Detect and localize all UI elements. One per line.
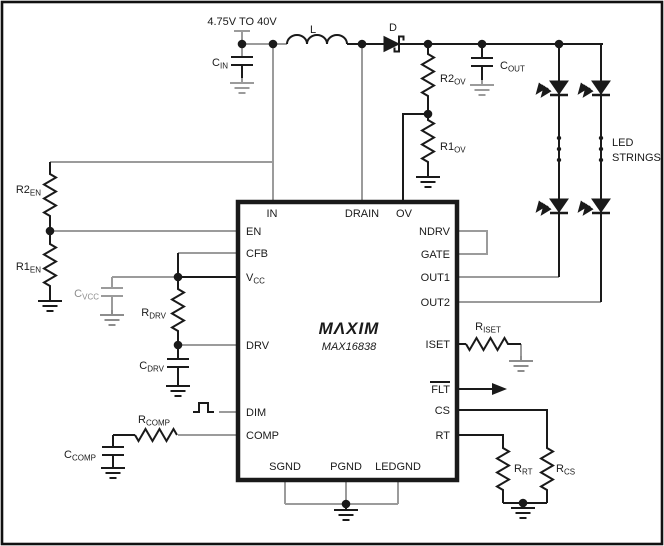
- pin-label-en: EN: [246, 226, 261, 238]
- ic-part-number: MAX16838: [322, 341, 377, 353]
- led-strings-label-1: LED: [612, 137, 633, 149]
- label-cin: CIN: [212, 57, 228, 71]
- pin-label-in: IN: [267, 208, 278, 220]
- label-riset: RISET: [475, 321, 501, 335]
- resistor-rdrv: [170, 277, 186, 345]
- pin-label-out1: OUT1: [421, 272, 450, 284]
- supply-voltage-label: 4.75V TO 40V: [207, 16, 277, 28]
- pin-label-rt: RT: [436, 430, 451, 442]
- resistor-rcomp: [134, 427, 178, 443]
- pin-label-comp: COMP: [246, 430, 279, 442]
- label-cvcc: CVCC: [74, 288, 99, 302]
- label-ccomp: CCOMP: [64, 449, 96, 463]
- resistor-r1en: [37, 231, 63, 312]
- resistor-riset: [465, 336, 534, 372]
- resistor-r1ov: [415, 114, 441, 188]
- label-cout: COUT: [500, 60, 525, 74]
- pin-label-iset: ISET: [426, 339, 451, 351]
- label-r1en: R1EN: [16, 261, 41, 275]
- resistor-rcs: [457, 409, 555, 503]
- label-rdrv: RDRV: [141, 307, 166, 321]
- label-d: D: [389, 22, 397, 34]
- wires-gray: [50, 30, 601, 505]
- diode-d: [383, 35, 405, 53]
- capacitor-cvcc: [99, 277, 125, 326]
- junction-dots: [45, 39, 564, 509]
- inductor-l: [286, 34, 348, 45]
- pin-label-out2: OUT2: [421, 297, 450, 309]
- pin-label-vcc: VCC: [246, 272, 265, 286]
- led-string-1: [537, 81, 568, 214]
- capacitor-ccomp: [100, 445, 126, 479]
- pin-label-ledgnd: LEDGND: [375, 461, 421, 473]
- pin-label-cfb: CFB: [246, 248, 268, 260]
- label-l: L: [310, 24, 316, 36]
- maxim-logo: ΜΛΧΙΜ: [319, 319, 380, 338]
- label-r1ov: R1OV: [440, 141, 466, 155]
- label-rcs: RCS: [556, 463, 575, 477]
- label-r2en: R2EN: [16, 184, 41, 198]
- pin-label-flt: FLT: [431, 384, 450, 396]
- label-rcomp: RCOMP: [138, 414, 170, 428]
- label-rrt: RRT: [514, 463, 533, 477]
- pin-label-cs: CS: [435, 405, 450, 417]
- pin-label-ndrv: NDRV: [419, 226, 451, 238]
- ic-body-max16838: [235, 199, 460, 483]
- led-string-2: [579, 81, 610, 214]
- pin-label-pgnd: PGND: [330, 461, 362, 473]
- pin-label-sgnd: SGND: [269, 461, 301, 473]
- label-cdrv: CDRV: [139, 360, 164, 374]
- pin-label-gate: GATE: [421, 249, 450, 261]
- resistor-rrt: [457, 434, 536, 519]
- resistor-r2ov: [420, 44, 436, 114]
- resistor-r2en: [42, 162, 58, 231]
- pin-label-ov: OV: [396, 208, 413, 220]
- pin-label-drv: DRV: [246, 340, 270, 352]
- pin-label-dim: DIM: [246, 407, 266, 419]
- pin-label-drain: DRAIN: [345, 208, 379, 220]
- dim-pulse-icon: [193, 402, 214, 413]
- label-r2ov: R2OV: [440, 73, 466, 87]
- led-strings-label-2: STRINGS: [612, 152, 661, 164]
